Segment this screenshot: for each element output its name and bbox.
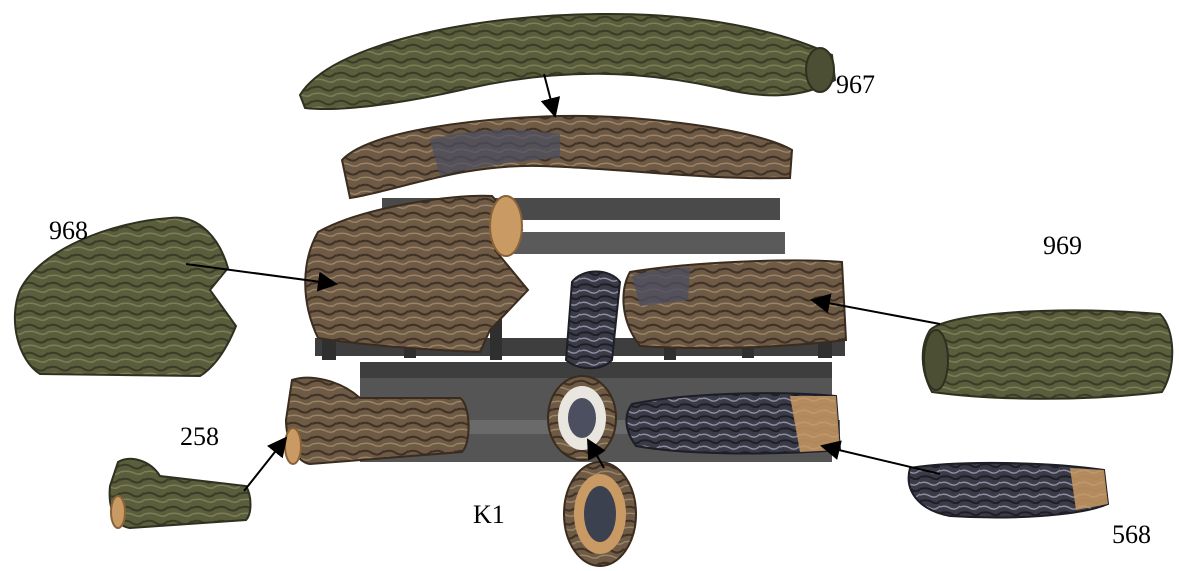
arrow-568	[822, 446, 940, 474]
part-label-258: 258	[180, 424, 219, 450]
part-label-k1: K1	[473, 502, 505, 528]
log-969-installed	[623, 260, 846, 348]
log-center-charred	[566, 272, 620, 369]
arrow-258	[244, 438, 286, 491]
log-568-exploded	[909, 463, 1108, 518]
log-967-exploded	[300, 14, 835, 109]
log-k1-installed	[548, 376, 616, 460]
part-label-968: 968	[49, 218, 88, 244]
log-k1-exploded	[564, 462, 636, 566]
part-label-568: 568	[1112, 522, 1151, 548]
log-258-exploded	[110, 459, 251, 528]
log-969-exploded	[923, 311, 1173, 399]
log-568-installed	[626, 393, 840, 453]
part-label-967: 967	[836, 72, 875, 98]
log-967-installed	[342, 116, 792, 198]
part-label-969: 969	[1043, 233, 1082, 259]
arrow-967	[544, 74, 555, 116]
